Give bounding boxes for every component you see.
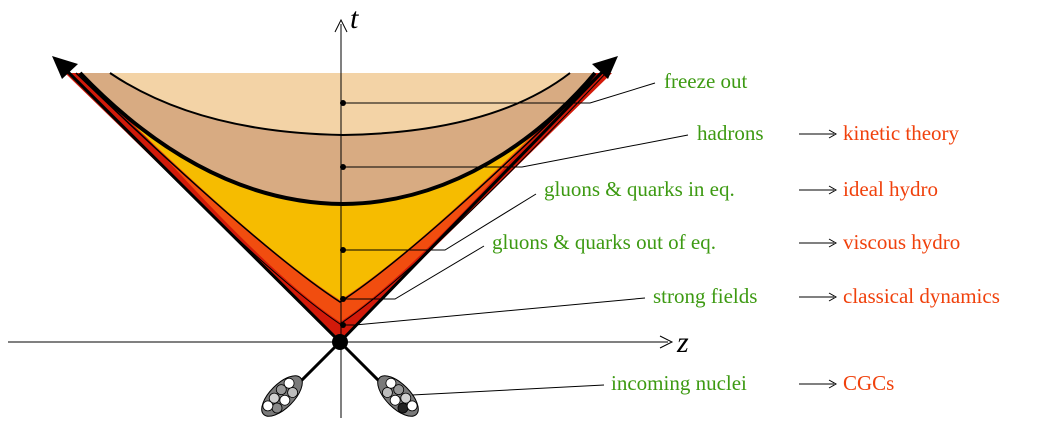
arrow-incoming-nuclei-to-theory (799, 379, 838, 389)
leader-equilibrium (340, 193, 537, 253)
light-cone-left-arrowhead (52, 56, 78, 79)
hadronization-curve (78, 71, 597, 207)
arrow-strong-fields-to-theory (799, 292, 838, 302)
z-axis-arrowhead (659, 335, 674, 349)
theory-label-cgcs: CGCs (843, 371, 894, 395)
equilibration-curve (75, 72, 601, 303)
theory-label-viscous-hydro: viscous hydro (843, 230, 960, 254)
light-cone-right-arrowhead (592, 56, 618, 79)
arrow-equilibrium-to-theory (799, 185, 838, 195)
stage-label-incoming-nuclei: incoming nuclei (611, 371, 747, 395)
stage-label-equilibrium: gluons & quarks in eq. (544, 177, 735, 201)
stage-label-hadrons: hadrons (697, 121, 764, 145)
leader-hadrons (340, 134, 689, 170)
theory-label-classical-dynamics: classical dynamics (843, 284, 1000, 308)
right-nucleus-icon (377, 375, 419, 417)
t-axis-label: t (350, 2, 359, 35)
stage-label-freeze-out: freeze out (664, 69, 748, 93)
arrow-non-equilibrium-to-theory (799, 238, 838, 248)
leader-strong-fields (340, 297, 646, 328)
leader-incoming-nuclei (411, 384, 605, 396)
t-axis-arrowhead (334, 18, 348, 33)
theory-label-ideal-hydro: ideal hydro (843, 177, 938, 201)
stage-label-strong-fields: strong fields (653, 284, 757, 308)
left-nucleus-track (296, 340, 342, 386)
freeze-out-curve (109, 72, 571, 137)
right-nucleus-track (338, 340, 384, 386)
leader-non-equilibrium (340, 245, 485, 302)
arrow-hadrons-to-theory (799, 129, 838, 139)
light-cone-right (338, 60, 614, 344)
leader-freeze-out (340, 82, 656, 106)
z-axis-label: z (676, 326, 689, 359)
theory-label-kinetic-theory: kinetic theory (843, 121, 960, 145)
left-nucleus-icon (261, 375, 303, 417)
stage-label-non-equilibrium: gluons & quarks out of eq. (492, 230, 716, 254)
freeze-out-region (110, 73, 570, 135)
light-cone-left (56, 60, 342, 344)
